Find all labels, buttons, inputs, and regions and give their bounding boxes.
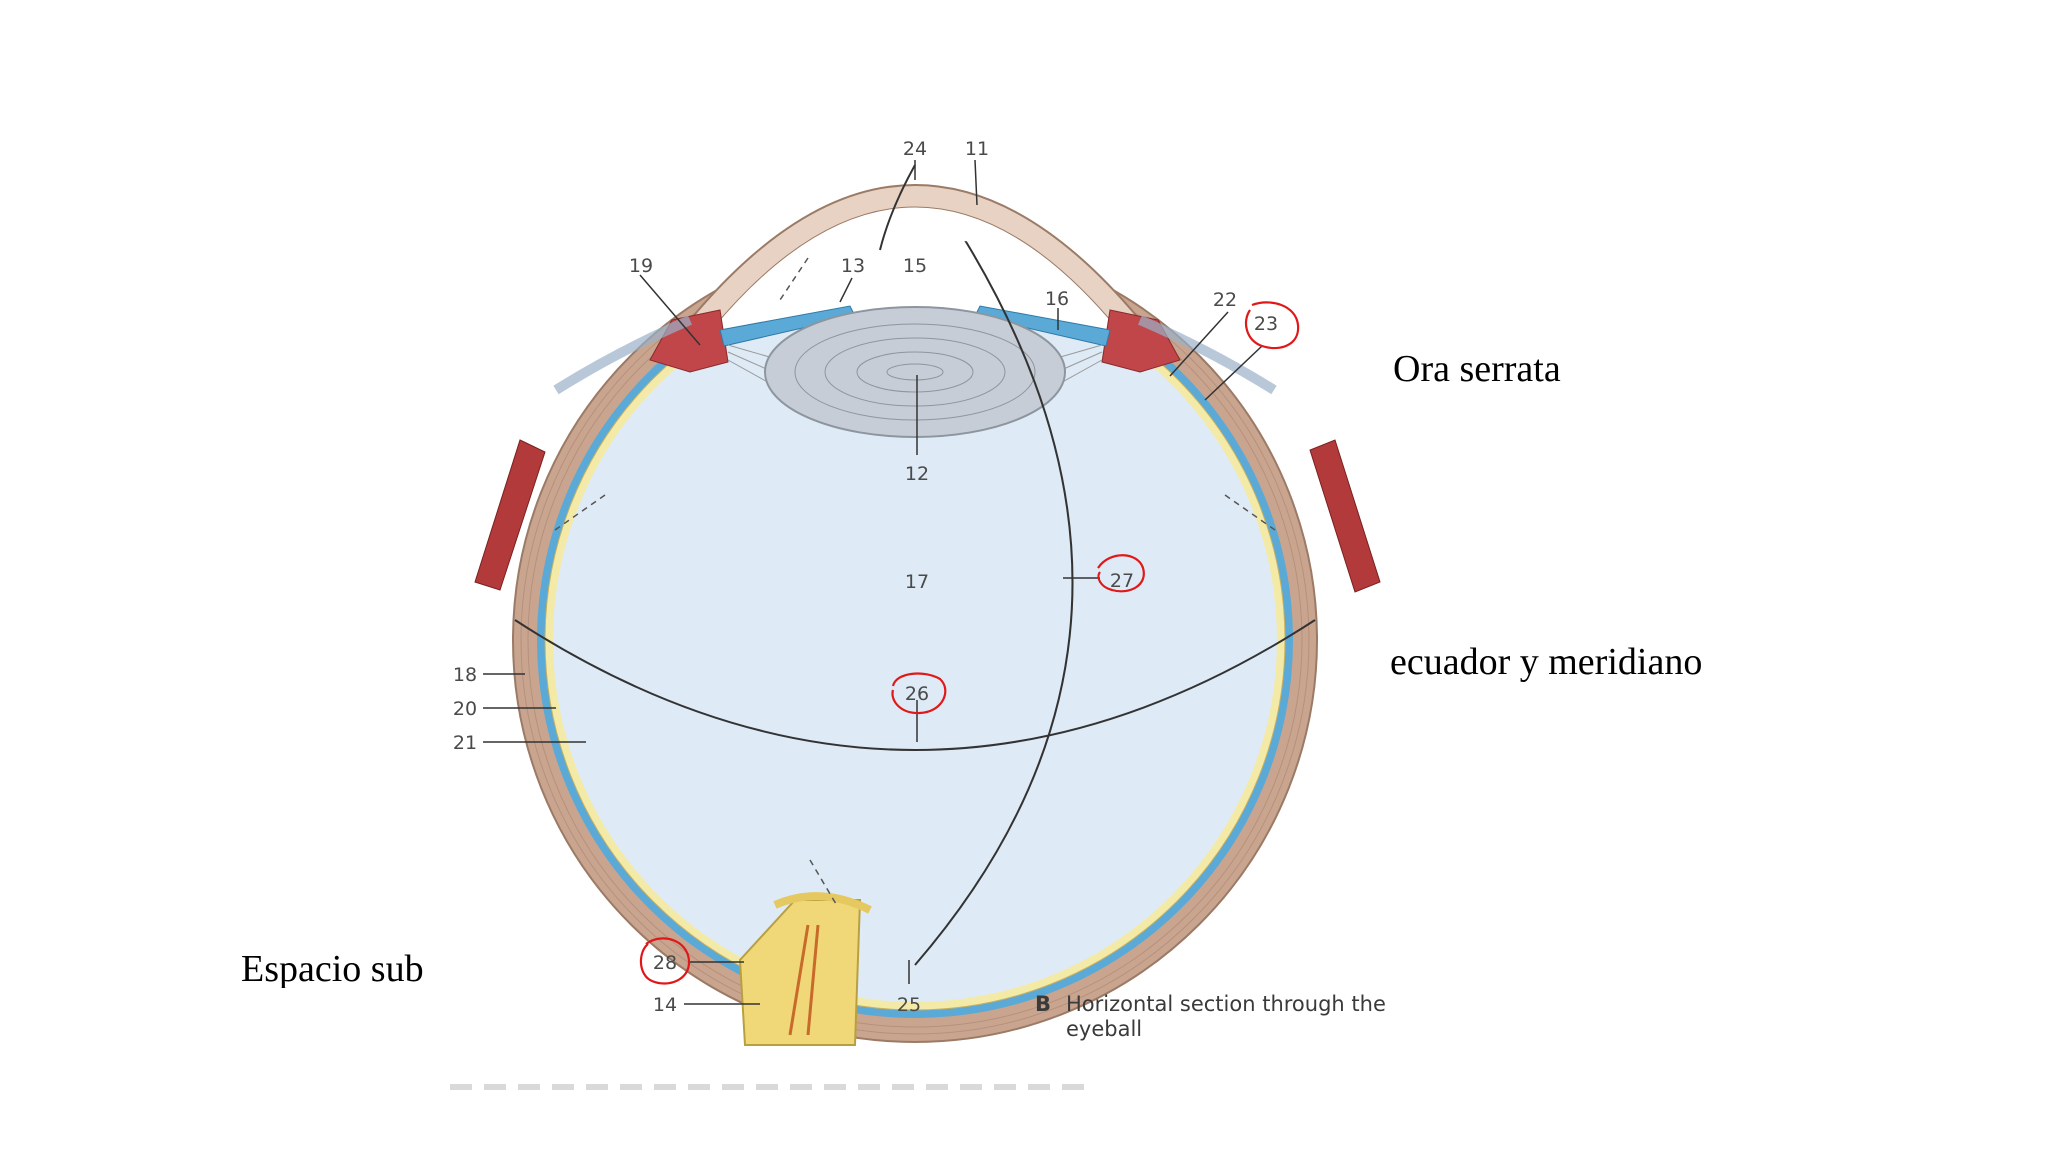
label-espacio: Espacio sub [241, 950, 423, 988]
label-14: 14 [653, 994, 677, 1016]
red-circle-23 [1244, 301, 1300, 350]
label-25: 25 [897, 994, 921, 1016]
caption-line-1: Horizontal section through the [1066, 992, 1386, 1016]
muscle-right [1309, 439, 1381, 593]
label-12: 12 [905, 463, 929, 485]
label-24: 24 [903, 138, 927, 160]
red-circle-27 [1097, 554, 1145, 593]
label-23: 23 [1254, 313, 1278, 335]
meridian-cornea-arc [879, 164, 916, 251]
leader-lines [483, 159, 1263, 1005]
visual-axis-dashed [779, 257, 809, 301]
label-20: 20 [453, 698, 477, 720]
caption-line-2: eyeball [1066, 1017, 1142, 1041]
label-13: 13 [841, 255, 865, 277]
label-16: 16 [1045, 288, 1069, 310]
lens-lamellae [794, 323, 1036, 421]
red-circle-28 [639, 937, 691, 985]
label-28: 28 [653, 952, 677, 974]
vitreous-body [553, 278, 1277, 1002]
optic-nerve-vessels [788, 924, 820, 1036]
muscle-left [474, 439, 546, 591]
label-27: 27 [1110, 570, 1134, 592]
label-15: 15 [903, 255, 927, 277]
label-26: 26 [905, 683, 929, 705]
conjunctiva-right [1138, 315, 1277, 395]
red-circle-26 [891, 672, 947, 715]
conjunctiva-left [553, 315, 692, 395]
label-22: 22 [1213, 289, 1237, 311]
label-21: 21 [453, 732, 477, 754]
faded-source-line [450, 1084, 1090, 1090]
anterior-chamber [712, 207, 1118, 340]
label-ecuador-meridiano: ecuador y meridiano [1390, 641, 1703, 683]
caption-letter: B [1035, 992, 1051, 1016]
label-19: 19 [629, 255, 653, 277]
label-11: 11 [965, 138, 989, 160]
label-ora-serrata: Ora serrata [1393, 348, 1561, 390]
meridian-line [914, 238, 1074, 966]
label-17: 17 [905, 571, 929, 593]
label-18: 18 [453, 664, 477, 686]
red-annotation-circles [639, 301, 1300, 985]
fovea-dashed [809, 859, 837, 905]
equator-line [514, 619, 1316, 751]
optic-disc [773, 892, 872, 914]
lens [764, 306, 1066, 438]
